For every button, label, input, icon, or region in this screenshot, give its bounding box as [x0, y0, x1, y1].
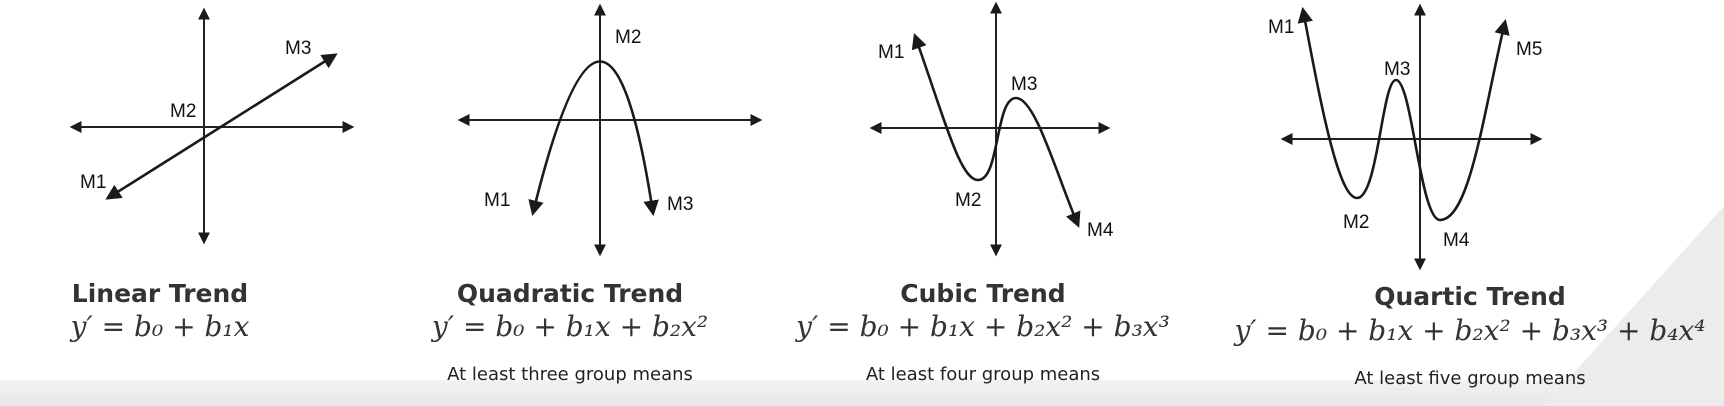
quartic-point-label: M3	[1384, 59, 1410, 80]
cubic-note: At least four group means	[866, 364, 1100, 385]
quartic-panel: M1 M2 M3 M4 M5 Quartic Trend y′ = b₀ + b…	[1232, 3, 1706, 389]
cubic-equation: y′ = b₀ + b₁x + b₂x² + b₃x³	[794, 310, 1170, 343]
quadratic-title: Quadratic Trend	[457, 279, 683, 308]
linear-panel: M1 M2 M3 Linear Trend y′ = b₀ + b₁x	[69, 7, 355, 343]
linear-point-label: M2	[170, 101, 196, 122]
quadratic-point-label: M1	[484, 190, 510, 211]
linear-trend-curve	[105, 53, 338, 200]
quartic-note: At least five group means	[1354, 368, 1585, 389]
cubic-point-label: M3	[1011, 74, 1037, 95]
cubic-point-label: M1	[878, 42, 904, 63]
quartic-point-label: M5	[1516, 39, 1542, 60]
cubic-panel: M1 M2 M3 M4 Cubic Trend y′ = b₀ + b₁x + …	[794, 1, 1170, 385]
quartic-point-label: M2	[1343, 212, 1369, 233]
quartic-point-label: M1	[1268, 17, 1294, 38]
linear-title: Linear Trend	[72, 279, 248, 308]
quartic-equation: y′ = b₀ + b₁x + b₂x² + b₃x³ + b₄x⁴	[1232, 314, 1705, 347]
quartic-point-label: M4	[1443, 230, 1470, 251]
cubic-trend-curve	[911, 33, 1081, 228]
quadratic-point-label: M3	[667, 194, 693, 215]
quadratic-trend-curve	[528, 60, 659, 217]
linear-point-label: M1	[80, 172, 106, 193]
quadratic-equation: y′ = b₀ + b₁x + b₂x²	[430, 310, 708, 343]
quadratic-note: At least three group means	[447, 364, 693, 385]
quartic-title: Quartic Trend	[1374, 282, 1566, 311]
cubic-title: Cubic Trend	[900, 279, 1065, 308]
quartic-trend-curve	[1297, 6, 1510, 222]
linear-equation: y′ = b₀ + b₁x	[69, 310, 250, 343]
linear-point-label: M3	[285, 38, 311, 59]
page-corner-decoration	[1544, 206, 1724, 406]
cubic-point-label: M4	[1087, 220, 1114, 241]
quadratic-panel: M1 M2 M3 Quadratic Trend y′ = b₀ + b₁x +…	[430, 3, 763, 385]
quadratic-point-label: M2	[615, 27, 641, 48]
bottom-band	[0, 380, 1724, 406]
cubic-point-label: M2	[955, 190, 981, 211]
